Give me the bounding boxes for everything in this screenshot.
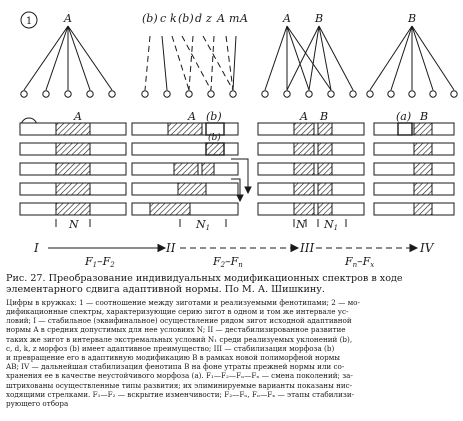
col2-spectra — [131, 122, 239, 227]
fan-label-k: k — [170, 12, 177, 25]
col4-top-label-b: B — [419, 110, 428, 123]
fan-label-b-col3: B — [314, 12, 323, 25]
fan-label-a-third: A — [239, 12, 248, 25]
fan-label-b-second: (b) — [178, 12, 194, 25]
figure-diagram: 1 A (b) c k (b) d z A m A A B — [19, 11, 458, 269]
fan-label-d: d — [195, 12, 202, 25]
transition-label-f2-fn: F2–Fn — [212, 255, 243, 269]
figure-caption: Рис. 27. Преобразование индивидуальных м… — [6, 273, 458, 408]
col1-bottom-label: N — [68, 218, 79, 231]
caption-body-line: таких же зигот в интервале экстремальных… — [6, 334, 353, 344]
fan-label-z: z — [205, 12, 212, 25]
fan-group-scattered — [144, 35, 237, 91]
col2-top-label-b: (b) — [206, 110, 222, 123]
col1-spectra — [19, 122, 127, 227]
col3-top-label-b: B — [319, 110, 328, 123]
col3-bottom-label-n1: N1 — [323, 218, 338, 232]
transition-label-fn-fx: Fn–Fx — [344, 255, 374, 269]
caption-title-line: элементарного сдвига адаптивной нормы. П… — [6, 284, 325, 296]
col2-inner-label-b: (b) — [208, 132, 221, 143]
fan-label-a: A — [63, 12, 72, 25]
fan-label-a-col3: A — [282, 12, 291, 25]
col3-bottom-label-n: N — [295, 218, 306, 231]
fan-label-b-parenthesized: (b) — [142, 12, 158, 25]
fan-label-c: c — [160, 12, 166, 25]
col2-bottom-label: N1 — [195, 218, 210, 232]
caption-body-line: ходящими стрелками. F₁—F₂ — вскрытие изм… — [6, 389, 355, 399]
caption-body-line: нормы A в средних допустимых для нее усл… — [6, 325, 346, 335]
part-1-marker — [20, 11, 38, 29]
transition-label-f1-f2: F1–F2 — [84, 255, 115, 269]
caption-body-line: Цифры в кружках: 1 — соотношение между з… — [6, 297, 360, 307]
col4-top-label-a: (a) — [396, 110, 411, 123]
part-1-marker-label: 1 — [26, 16, 32, 27]
caption-title: Рис. 27. Преобразование индивидуальных м… — [6, 273, 458, 296]
fan-label-b-col4: B — [407, 12, 416, 25]
caption-body-line: штрихованы осуществленные типы развития;… — [6, 380, 353, 390]
fan-label-a-second: A — [216, 12, 225, 25]
fan-group-b — [369, 25, 455, 91]
caption-body-line: c, d, k, z морфоз (b) имеет адаптивное п… — [6, 343, 335, 353]
col3-spectra — [257, 122, 365, 227]
fan-group-a — [23, 25, 113, 91]
stage-label-i: I — [33, 241, 39, 255]
stage-label-iii: III — [299, 241, 314, 255]
caption-title-line: Рис. 27. Преобразование индивидуальных м… — [6, 273, 403, 284]
fan-label-m: m — [229, 12, 239, 25]
zygote-row — [20, 90, 458, 98]
caption-body-line: дификационные спектры, характеризующие с… — [6, 307, 349, 317]
stage-label-iv: IV — [419, 241, 435, 255]
col2-top-label-a: A — [187, 110, 196, 123]
col4-spectra — [373, 122, 455, 216]
col3-top-label-a: A — [299, 110, 308, 123]
caption-body: Цифры в кружках: 1 — соотношение между з… — [6, 298, 458, 408]
caption-body-line: хранения ее в качестве неустойчивого мор… — [6, 371, 353, 381]
stage-progression — [48, 243, 419, 253]
fan-group-ab — [264, 25, 354, 91]
caption-body-line: AB; IV — дальнейшая стабилизация фенотип… — [6, 362, 345, 372]
caption-body-line: рующего отбора — [6, 399, 69, 409]
col1-top-label: A — [73, 110, 82, 123]
caption-body-line: ловий; I — стабильное (эквифинальное) ос… — [6, 316, 352, 326]
stage-label-ii: II — [165, 241, 176, 255]
elimination-arrows — [231, 158, 252, 203]
caption-body-line: и превращение его в адаптивную модификац… — [6, 353, 341, 363]
